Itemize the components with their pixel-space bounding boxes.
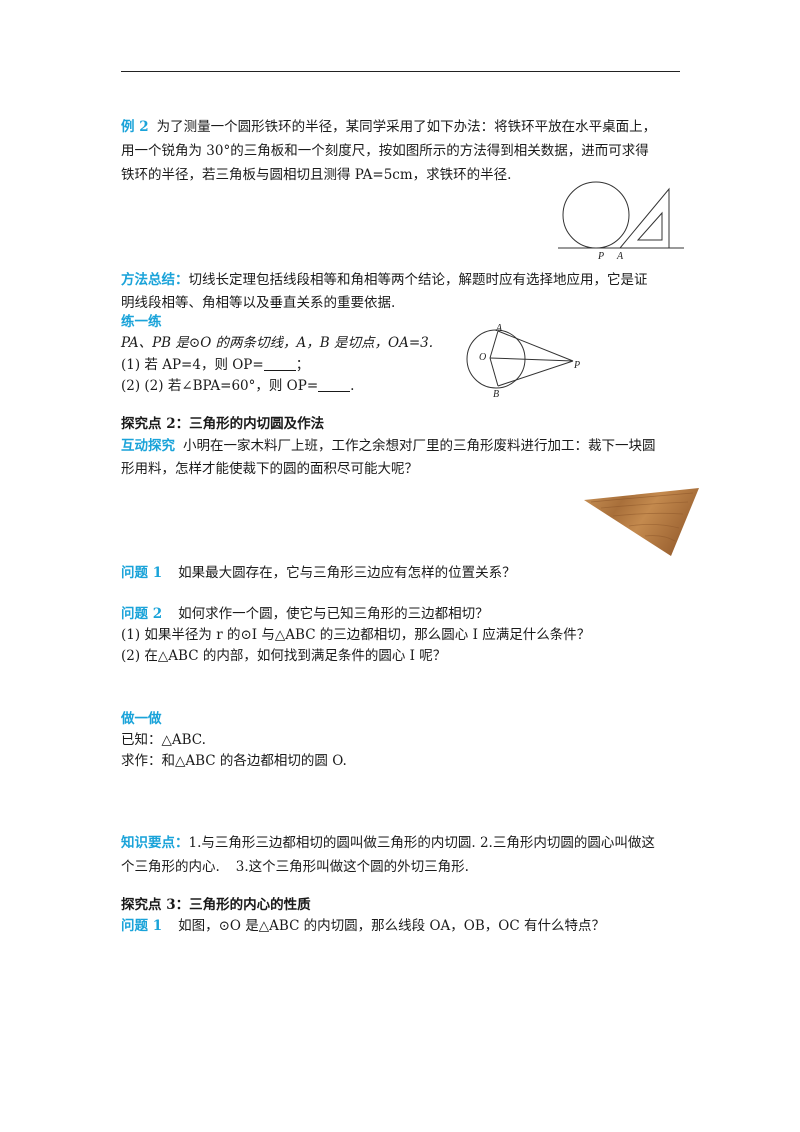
set-square-outer — [618, 187, 670, 249]
set-square-inner — [636, 211, 663, 241]
explore2-interact-line-2: 形用料，怎样才能使裁下的圆的面积尽可能大呢？ — [121, 461, 418, 477]
answer-blank-1[interactable] — [263, 356, 296, 371]
method-line-2: 明线段相等、角相等以及垂直关系的重要依据. — [121, 295, 396, 311]
wood-triangle-image — [584, 488, 699, 556]
question-1-label: 问题 1 — [121, 565, 163, 581]
segment-pa — [497, 330, 574, 362]
knowledge-line-2: 个三角形的内心.3.这个三角形叫做这个圆的外切三角形. — [121, 859, 469, 875]
example2-line-2: 用一个锐角为 30°的三角板和一个刻度尺，按如图所示的方法得到相关数据，进而可求… — [121, 143, 649, 159]
header-rule — [121, 71, 680, 72]
explore2-interact-line-1: 互动探究小明在一家木料厂上班，工作之余想对厂里的三角形废料进行加工：裁下一块圆 — [121, 438, 656, 454]
doit-construct: 求作：和△ABC 的各边都相切的圆 O. — [121, 753, 347, 769]
knowledge-line-1: 知识要点：1.与三角形三边都相切的圆叫做三角形的内切圆. 2.三角形内切圆的圆心… — [121, 835, 655, 851]
fig-label-a: A — [616, 251, 624, 262]
answer-blank-2[interactable] — [318, 377, 351, 392]
explore3-title: 探究点 3：三角形的内心的性质 — [121, 897, 311, 913]
doit-title: 做一做 — [121, 711, 162, 727]
fig-label-o: O — [479, 352, 486, 363]
method-line-1: 方法总结：切线长定理包括线段相等和角相等两个结论，解题时应有选择地应用，它是证 — [121, 272, 648, 288]
practice-line-1: PA、PB 是⊙O 的两条切线，A，B 是切点，OA=3. — [121, 335, 434, 351]
question-2-label: 问题 2 — [121, 606, 163, 622]
practice-q2: (2) (2) 若∠BPA=60°，则 OP=. — [121, 377, 355, 394]
segment-oa — [489, 330, 499, 359]
tangent-figure: A O B P — [466, 323, 580, 400]
method-label: 方法总结： — [121, 272, 189, 288]
practice-q1: (1) 若 AP=4，则 OP=； — [121, 356, 310, 373]
interact-label: 互动探究 — [121, 438, 175, 454]
example2-label: 例 2 — [121, 119, 149, 135]
fig-label-p: P — [573, 360, 580, 371]
doit-given: 已知：△ABC. — [121, 732, 206, 748]
fig-label-b: B — [493, 389, 499, 400]
knowledge-label: 知识要点： — [121, 835, 189, 851]
explore2-title: 探究点 2：三角形的内切圆及作法 — [121, 416, 325, 432]
iron-ring — [562, 181, 630, 249]
fig-label-a: A — [495, 323, 503, 334]
explore3-question-1-label: 问题 1 — [121, 918, 163, 934]
explore2-question-2-sub-1: (1) 如果半径为 r 的⊙I 与△ABC 的三边都相切，那么圆心 I 应满足什… — [121, 627, 591, 643]
segment-op — [489, 357, 574, 362]
fig-label-p: P — [597, 251, 604, 262]
practice-title: 练一练 — [121, 314, 162, 330]
example2-line-3: 铁环的半径，若三角板与圆相切且测得 PA=5cm，求铁环的半径. — [121, 167, 512, 183]
segment-ob — [489, 357, 499, 387]
explore2-question-2-sub-2: (2) 在△ABC 的内部，如何找到满足条件的圆心 I 呢？ — [121, 648, 447, 664]
segment-pb — [497, 360, 574, 387]
example2-figure: P A — [558, 181, 684, 262]
